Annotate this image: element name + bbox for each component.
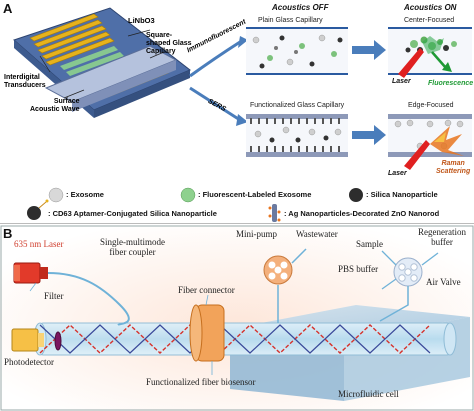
panel-b-graphics (0, 225, 474, 411)
legend-cd63-icon (27, 206, 41, 220)
legend-cd63-label: : CD63 Aptamer-Conjugated Silica Nanopar… (48, 209, 217, 218)
saw-label: Surface Acoustic Wave (30, 98, 80, 113)
legend-silica-icon (349, 188, 363, 202)
panel-a: A LiNbO3 Square- shaped Glass Capillary … (0, 0, 474, 224)
center-focused-caption: Center-Focused (404, 17, 455, 24)
idt-label: Interdigital Transducers (4, 74, 46, 89)
center-focused-cluster (405, 36, 457, 54)
arrow-off-to-on-top (352, 40, 386, 60)
fiber-connector-label: Fiber connector (178, 285, 235, 295)
capillary-label: Square- shaped Glass Capillary (146, 32, 192, 55)
wastewater-label: Wastewater (296, 229, 338, 239)
microfluidic-cell-label: Microfluidic cell (338, 389, 399, 399)
panel-b-letter: B (3, 226, 13, 241)
linbo3-substrate-edge (94, 70, 190, 118)
plain-capillary-caption: Plain Glass Capillary (258, 17, 323, 24)
legend-nanorod-icon (268, 204, 281, 222)
functionalized-capillary (246, 118, 348, 152)
legend-nanorod-label: : Ag Nanoparticles-Decorated ZnO Nanorod (284, 209, 440, 218)
interdigital-transducer-top (29, 13, 115, 66)
biosensor-label: Functionalized fiber biosensor (146, 377, 256, 387)
air-valve-label: Air Valve (426, 277, 461, 287)
acoustics-on-header: Acoustics ON (404, 3, 457, 12)
coupler-label: Single-multimode fiber coupler (100, 237, 165, 257)
optical-fiber (39, 322, 451, 356)
legend-fluor-exosome-icon (180, 187, 196, 203)
filter-label: Filter (44, 291, 64, 301)
legend-silica-label: : Silica Nanoparticle (366, 190, 438, 199)
sample-label: Sample (356, 239, 383, 249)
laser-label-bottom: Laser (388, 170, 407, 177)
mini-pump-icon (263, 255, 293, 285)
photodetector-label: Photodetector (4, 357, 54, 367)
laser-label-top: Laser (392, 78, 411, 85)
photodetector (11, 328, 39, 352)
raman-scattering-burst (430, 126, 464, 156)
raman-scattering-label: Raman Scattering (436, 160, 471, 175)
filter-icon (54, 331, 62, 351)
air-valve-icon (393, 257, 423, 287)
legend-fluor-exosome-label: : Fluorescent-Labeled Exosome (198, 190, 312, 199)
light-path-blue (39, 324, 431, 354)
mini-pump-label: Mini-pump (236, 229, 278, 239)
acoustics-off-header: Acoustics OFF (272, 3, 329, 12)
functionalized-capillary-caption: Functionalized Glass Capillary (250, 102, 345, 109)
arrow-immunofluorescent (189, 40, 241, 78)
arrow-sers (189, 86, 241, 122)
functionalized-wall-top (246, 114, 348, 124)
fluorescence-label: Fluorescence (428, 80, 474, 87)
pbs-buffer-label: PBS buffer (338, 264, 379, 274)
plain-scene-particles (252, 34, 343, 69)
legend-exosome-label: : Exosome (66, 190, 104, 199)
edge-focused-caption: Edge-Focused (408, 102, 454, 109)
linbo3-label: LiNbO3 (128, 16, 155, 25)
panel-a-graphics (13, 7, 472, 222)
functionalized-wall-bottom (246, 146, 348, 157)
fluorescence-arrow (431, 51, 447, 69)
laser-beam-top (398, 48, 424, 78)
coupler-fiber (47, 272, 130, 326)
functionalized-scene-particles (254, 126, 342, 143)
panel-b: B 635 nm Laser Single-multimode fiber co… (0, 225, 474, 411)
laser-beam-bottom (404, 140, 430, 170)
regeneration-buffer-label: Regeneration buffer (418, 227, 466, 247)
laser-label: 635 nm Laser (14, 239, 64, 249)
legend-exosome-icon (48, 187, 64, 203)
panel-a-letter: A (3, 1, 13, 16)
arrow-off-to-on-bottom (352, 125, 386, 145)
